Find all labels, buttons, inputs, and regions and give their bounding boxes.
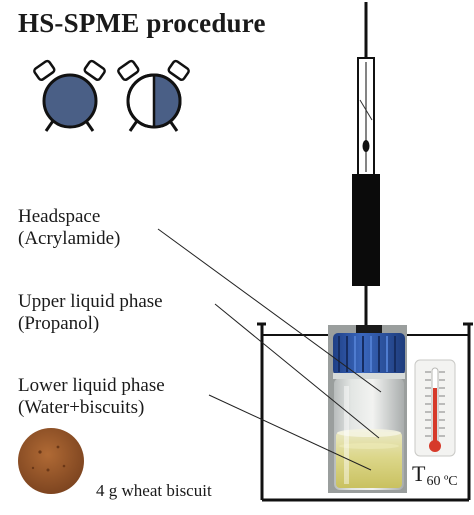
temperature-value: 60 ºC [426,474,458,489]
leader-upper [214,303,380,439]
leader-headspace [157,228,382,393]
headspace-label: Headspace (Acrylamide) [18,206,120,250]
temperature-symbol: T [412,461,426,486]
spme-syringe [352,2,380,330]
alarm-clock-icon [33,59,106,132]
thermometer-icon [414,359,456,457]
headspace-label-line1: Headspace [18,206,101,227]
leader-lower [208,394,372,471]
upper-phase-label: Upper liquid phase (Propanol) [18,291,163,335]
upper-phase-label-line1: Upper liquid phase [18,291,163,312]
headspace-label-line2: (Acrylamide) [18,228,121,249]
lower-phase-label: Lower liquid phase (Water+biscuits) [18,375,165,419]
lower-phase-label-line1: Lower liquid phase [18,375,165,396]
label-leader-lines [157,228,382,471]
biscuit-label: 4 g wheat biscuit [96,481,212,500]
temperature-label: T60 ºC [412,461,458,489]
wheat-biscuit [18,428,84,494]
page-title: HS-SPME procedure [18,8,266,38]
sample-vial [328,325,407,493]
alarm-clock-half-icon [117,59,190,132]
lower-phase-label-line2: (Water+biscuits) [18,397,145,418]
upper-phase-label-line2: (Propanol) [18,313,100,334]
